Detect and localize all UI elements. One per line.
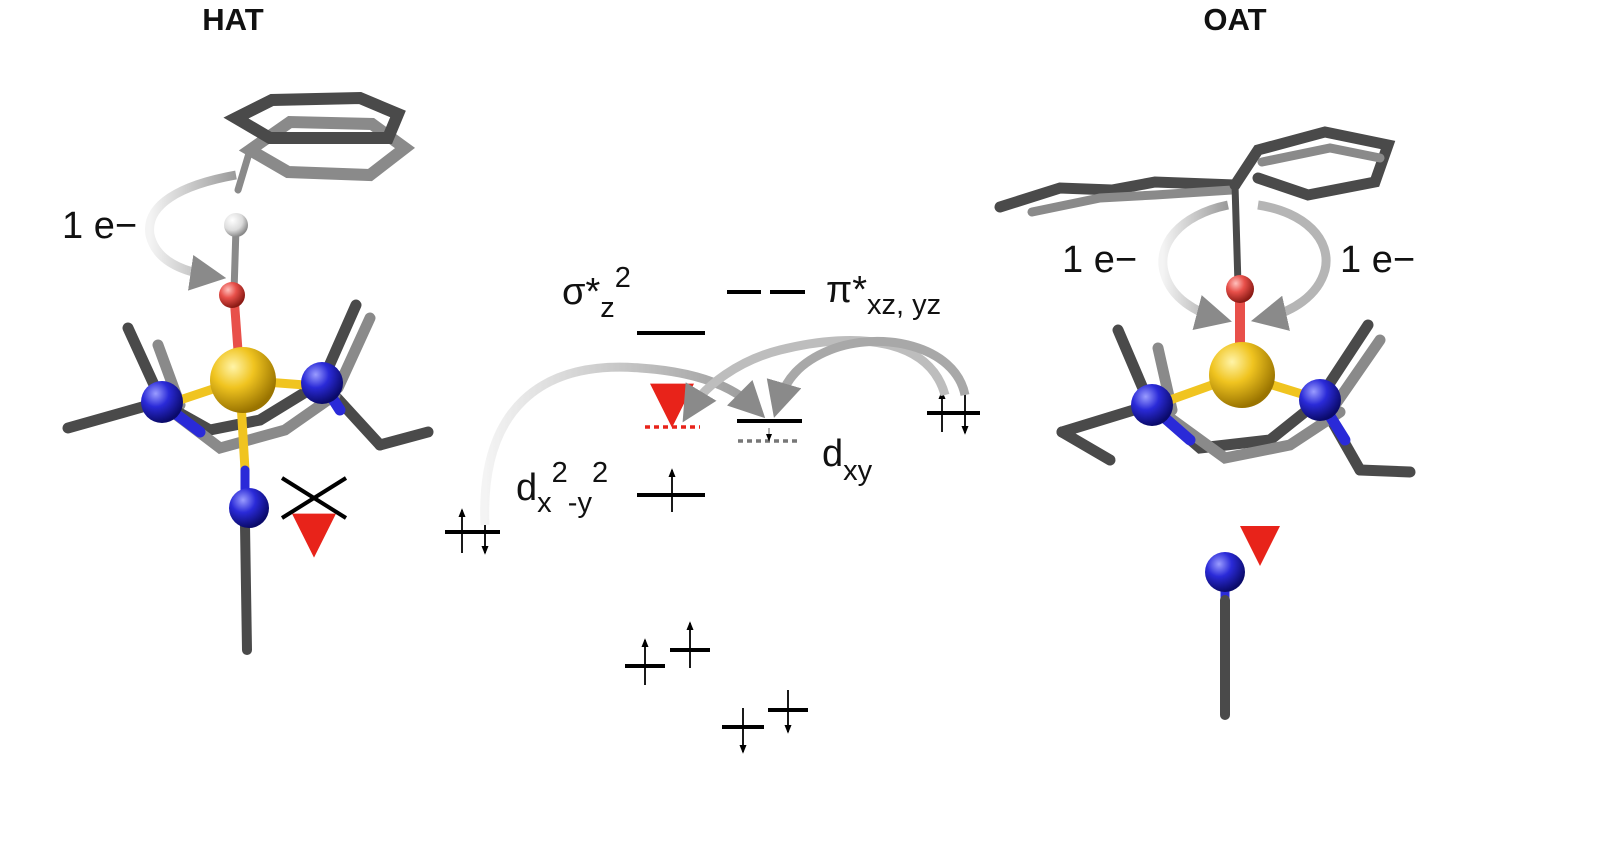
oat-complex: 1 e− 1 e− [994, 126, 1416, 720]
heading-oat: OAT [1203, 2, 1266, 37]
hat-metal-center [210, 347, 276, 413]
hat-oh-bond [230, 224, 240, 296]
blocked-cross-icon [280, 476, 348, 520]
oat-electron-arrow-right [1250, 200, 1331, 331]
transfer-arc-right-outer [682, 336, 950, 423]
dx2-y2-label: dx2-y2 [516, 457, 608, 519]
oat-electron-label-left: 1 e− [1062, 239, 1137, 281]
oat-substrate [994, 126, 1396, 289]
hat-nitrogen-atom [141, 381, 183, 423]
oat-released-nitrogen-atom [1205, 552, 1245, 592]
sigma-z2-label: σ*z2 [562, 262, 631, 324]
dxy-label: dxy [822, 433, 873, 487]
oat-metal-center [1209, 342, 1275, 408]
hat-nitrogen-atom [301, 362, 343, 404]
oat-electron-label-right: 1 e− [1340, 239, 1415, 281]
orbital-diagram: σ*z2 π*xz, yz dxy dx2-y2 [445, 262, 980, 754]
hat-hydrogen-atom [224, 213, 248, 237]
hat-electron-label: 1 e− [62, 205, 137, 247]
oat-electron-arrow-left [1158, 200, 1232, 330]
heading-hat: HAT [202, 2, 263, 37]
hat-axial-nitrogen-atom [229, 488, 269, 528]
oat-nitrogen-atom [1299, 379, 1341, 421]
transfer-arc-left [480, 362, 766, 526]
hat-complex: 1 e− [62, 91, 434, 655]
pi-xz-yz-label: π*xz, yz [826, 269, 941, 321]
hat-electron-arrow [145, 170, 237, 291]
oat-nitrogen-atom [1131, 384, 1173, 426]
transfer-arc-right-inner [766, 336, 970, 418]
oat-oxygen-atom [1226, 275, 1254, 303]
hat-substrate-ring [223, 91, 416, 194]
hat-oxygen-atom [219, 282, 245, 308]
